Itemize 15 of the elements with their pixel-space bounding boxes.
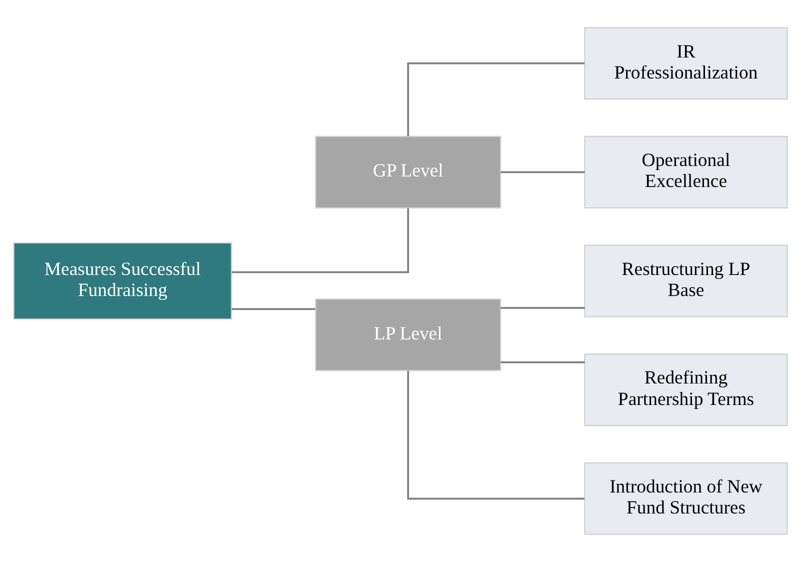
node-box: Restructuring LP Base [584, 244, 788, 318]
node-box: Introduction of New Fund Structures [584, 462, 788, 535]
node-box: GP Level [314, 136, 501, 208]
connector [231, 208, 409, 274]
node-box: LP Level [314, 298, 501, 372]
node-box: IR Professionalization [584, 27, 788, 100]
connector [500, 361, 584, 364]
node-box: Operational Excellence [584, 136, 788, 208]
connector [406, 62, 584, 136]
node-box: Redefining Partnership Terms [584, 354, 788, 426]
node-box: Measures Successful Fundraising [12, 242, 232, 320]
connector [500, 306, 584, 309]
connector [406, 370, 584, 500]
connector [500, 171, 584, 174]
connector [231, 308, 315, 310]
